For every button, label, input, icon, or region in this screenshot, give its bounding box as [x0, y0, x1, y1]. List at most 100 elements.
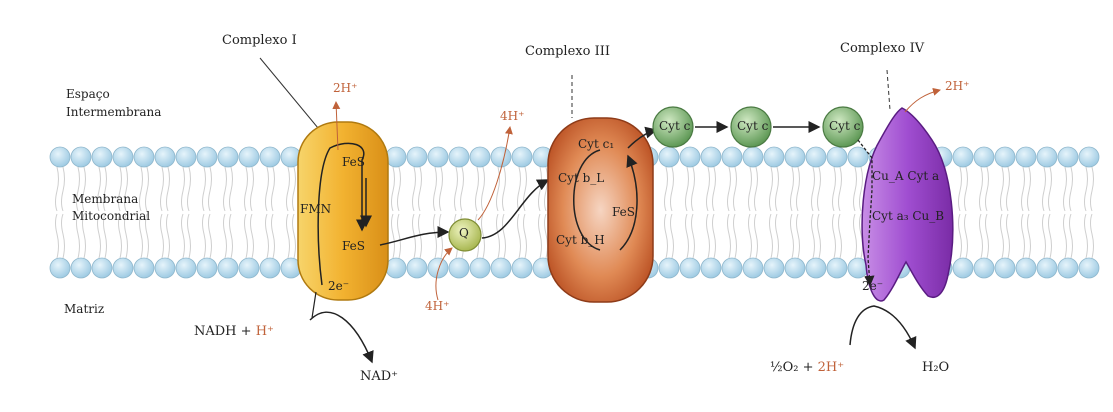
- lipid-tail: [476, 167, 479, 211]
- cytochrome-c-label-1: Cyt c: [659, 120, 690, 134]
- lipid-tail: [188, 214, 191, 258]
- lipid-tail: [161, 214, 164, 258]
- lipid-tail: [482, 214, 485, 258]
- nadh-label: NADH + H⁺: [194, 325, 274, 340]
- lipid-head: [113, 147, 133, 167]
- lipid-tail: [728, 167, 731, 211]
- lipid-tail: [419, 167, 422, 211]
- lipid-head: [1037, 147, 1057, 167]
- lipid-head: [1079, 147, 1099, 167]
- lipid-head: [92, 147, 112, 167]
- lipid-tail: [1028, 214, 1031, 258]
- lipid-head: [659, 258, 679, 278]
- lipid-tail: [203, 167, 206, 211]
- lipid-tail: [440, 167, 443, 211]
- lipid-tail: [539, 214, 542, 258]
- lipid-tail: [1085, 214, 1088, 258]
- complex-iv-proton-label: 2H⁺: [945, 80, 969, 94]
- lipid-tail: [713, 167, 716, 211]
- lipid-head: [1016, 258, 1036, 278]
- lipid-tail: [959, 214, 962, 258]
- lipid-tail: [251, 214, 254, 258]
- lipid-tail: [833, 167, 836, 211]
- lipid-tail: [707, 214, 710, 258]
- lipid-head: [974, 147, 994, 167]
- lipid-tail: [728, 214, 731, 258]
- lipid-head: [491, 258, 511, 278]
- lipid-head: [827, 258, 847, 278]
- q-proton-out-label: 4H⁺: [500, 110, 524, 124]
- lipid-tail: [818, 167, 821, 211]
- lipid-tail: [986, 167, 989, 211]
- lipid-head: [218, 147, 238, 167]
- lipid-tail: [209, 167, 212, 211]
- lipid-head: [743, 147, 763, 167]
- lipid-head: [995, 147, 1015, 167]
- lipid-head: [1016, 147, 1036, 167]
- matrix-label: Matriz: [64, 303, 104, 317]
- lipid-tail: [293, 167, 296, 211]
- intermembrane-label-line1: Espaço: [66, 88, 110, 102]
- lipid-head: [134, 258, 154, 278]
- lipid-tail: [1064, 214, 1067, 258]
- lipid-tail: [965, 214, 968, 258]
- lipid-head: [176, 258, 196, 278]
- complex-i-fes-top: FeS: [342, 156, 365, 170]
- complex-iv-oxygen-arrow: [850, 306, 915, 348]
- lipid-tail: [692, 167, 695, 211]
- lipid-tail: [251, 167, 254, 211]
- lipid-head: [722, 258, 742, 278]
- lipid-tail: [287, 214, 290, 258]
- lipid-head: [764, 147, 784, 167]
- lipid-tail: [392, 214, 395, 258]
- lipid-head: [701, 147, 721, 167]
- lipid-tail: [1070, 167, 1073, 211]
- lipid-tail: [986, 214, 989, 258]
- nadh-oxidation-arrow: [310, 312, 372, 362]
- lipid-tail: [1022, 214, 1025, 258]
- lipid-tail: [62, 167, 65, 211]
- lipid-tail: [860, 167, 863, 211]
- lipid-tail: [461, 167, 464, 211]
- lipid-head: [512, 147, 532, 167]
- lipid-head: [680, 258, 700, 278]
- lipid-head: [155, 147, 175, 167]
- lipid-tail: [146, 167, 149, 211]
- lipid-tail: [524, 167, 527, 211]
- lipid-tail: [455, 167, 458, 211]
- complex-iii-cyt-bl: Cyt b_L: [558, 172, 604, 186]
- complex-iv-cua-cyta: Cu_A Cyt a: [872, 170, 939, 184]
- lipid-head: [974, 258, 994, 278]
- lipid-head: [92, 258, 112, 278]
- lipid-head: [827, 147, 847, 167]
- lipid-tail: [980, 214, 983, 258]
- nad-label: NAD⁺: [360, 370, 398, 385]
- lipid-tail: [665, 214, 668, 258]
- lipid-tail: [413, 167, 416, 211]
- lipid-tail: [182, 214, 185, 258]
- lipid-tail: [266, 214, 269, 258]
- lipid-tail: [203, 214, 206, 258]
- lipid-tail: [1007, 167, 1010, 211]
- lipid-head: [449, 258, 469, 278]
- lipid-tail: [56, 214, 59, 258]
- complex-iv-cyta3-cub: Cyt a₃ Cu_B: [872, 210, 944, 224]
- lipid-head: [806, 258, 826, 278]
- lipid-head: [176, 147, 196, 167]
- lipid-tail: [539, 167, 542, 211]
- nadh-text: NADH +: [194, 324, 256, 339]
- lipid-tail: [392, 167, 395, 211]
- lipid-tail: [797, 167, 800, 211]
- lipid-tail: [854, 214, 857, 258]
- q-to-complex-iii-arrow: [482, 180, 548, 238]
- lipid-tail: [1043, 167, 1046, 211]
- lipid-tail: [1091, 214, 1094, 258]
- lipid-tail: [707, 167, 710, 211]
- lipid-head: [197, 258, 217, 278]
- lipid-tail: [812, 214, 815, 258]
- lipid-head: [470, 258, 490, 278]
- lipid-tail: [497, 214, 500, 258]
- lipid-head: [407, 147, 427, 167]
